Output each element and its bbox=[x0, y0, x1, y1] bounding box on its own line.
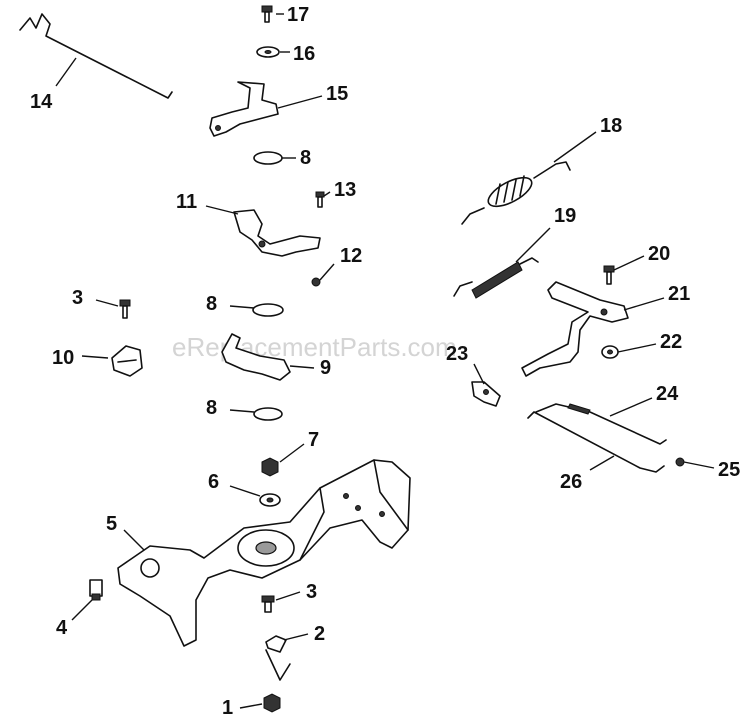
part-14-governor-rod bbox=[19, 13, 173, 99]
part-10-clip bbox=[111, 345, 143, 377]
part-3-screw-upper bbox=[119, 299, 131, 319]
part-15-lever bbox=[209, 81, 279, 137]
callout-16: 16 bbox=[293, 43, 315, 65]
part-21-control-arm bbox=[521, 281, 629, 377]
part-6-washer bbox=[259, 493, 281, 507]
callout-11: 11 bbox=[176, 191, 197, 213]
callout-8-lower: 8 bbox=[206, 397, 217, 419]
callout-17: 17 bbox=[287, 4, 309, 26]
callout-15: 15 bbox=[326, 83, 348, 105]
callout-22: 22 bbox=[660, 331, 682, 353]
callout-9: 9 bbox=[320, 357, 331, 379]
callout-3-lower: 3 bbox=[306, 581, 317, 603]
part-12-nut bbox=[311, 277, 321, 287]
part-19-spring bbox=[453, 257, 539, 299]
part-2-spring bbox=[265, 635, 291, 681]
callout-12: 12 bbox=[340, 245, 362, 267]
part-8-washer-middle bbox=[252, 303, 284, 317]
part-8-washer-top bbox=[253, 151, 283, 165]
callout-18: 18 bbox=[600, 115, 622, 137]
callout-6: 6 bbox=[208, 471, 219, 493]
callout-5: 5 bbox=[106, 513, 117, 535]
callout-labels: 17 16 15 14 8 13 11 12 3 8 10 9 8 7 6 5 … bbox=[30, 4, 740, 719]
part-24-rod bbox=[535, 403, 667, 445]
part-22-washer bbox=[601, 345, 619, 359]
callout-2: 2 bbox=[314, 623, 325, 645]
part-25-nut bbox=[675, 457, 685, 467]
part-5-control-bracket bbox=[117, 459, 411, 647]
callout-19: 19 bbox=[554, 205, 576, 227]
callout-3-upper: 3 bbox=[72, 287, 83, 309]
part-4-stud bbox=[89, 579, 103, 601]
callout-10: 10 bbox=[52, 347, 74, 369]
callout-23: 23 bbox=[446, 343, 468, 365]
part-9-plate bbox=[221, 333, 291, 381]
callout-8-top: 8 bbox=[300, 147, 311, 169]
part-7-nut bbox=[261, 457, 279, 477]
callout-8-middle: 8 bbox=[206, 293, 217, 315]
callout-20: 20 bbox=[648, 243, 670, 265]
callout-13: 13 bbox=[334, 179, 356, 201]
part-13-screw bbox=[315, 191, 325, 208]
part-20-screw bbox=[603, 265, 615, 285]
part-23-clip bbox=[471, 381, 501, 407]
part-1-nut bbox=[263, 693, 281, 713]
part-11-bracket bbox=[233, 209, 321, 257]
part-18-spring bbox=[461, 161, 571, 225]
part-26-rod bbox=[527, 411, 665, 473]
leader-lines bbox=[55, 13, 715, 709]
callout-26: 26 bbox=[560, 471, 582, 493]
part-3-screw-lower bbox=[261, 595, 275, 613]
callout-25: 25 bbox=[718, 459, 740, 481]
callout-21: 21 bbox=[668, 283, 690, 305]
part-17-screw bbox=[261, 5, 273, 23]
watermark: eReplacementParts.com bbox=[172, 332, 457, 362]
part-8-washer-lower bbox=[253, 407, 283, 421]
callout-4: 4 bbox=[56, 617, 68, 639]
part-16-washer bbox=[256, 46, 280, 58]
callout-1: 1 bbox=[222, 697, 233, 719]
callout-7: 7 bbox=[308, 429, 319, 451]
callout-14: 14 bbox=[30, 91, 53, 113]
callout-24: 24 bbox=[656, 383, 679, 405]
